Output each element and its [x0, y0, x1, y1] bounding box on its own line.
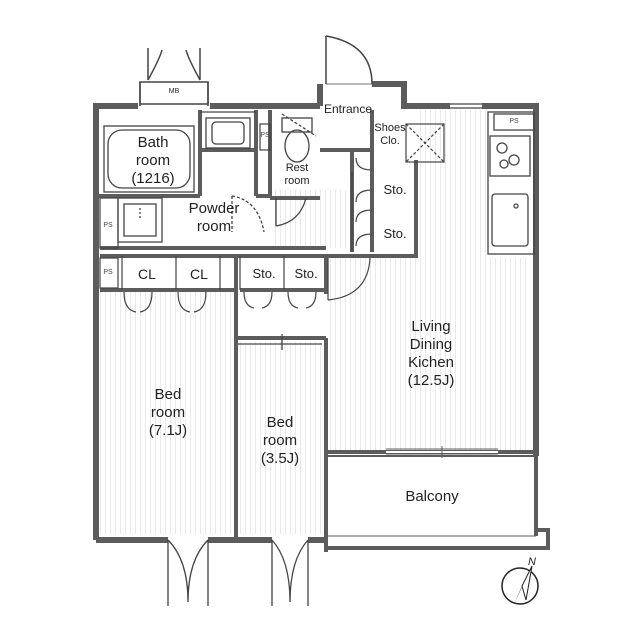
- pipe-space-left-2-label: PS: [103, 269, 113, 276]
- powder-room-line2: room: [196, 218, 232, 235]
- storage-bottom-2-label: Sto.: [294, 266, 318, 281]
- entrance-label: Entrance: [323, 102, 373, 116]
- bedroom-1-line2: room: [150, 404, 186, 421]
- shoes-closet-line2: Clo.: [380, 135, 400, 148]
- entrance-door: [325, 35, 373, 85]
- pipe-space-rest-label: PS: [260, 132, 270, 139]
- rest-room-line1: Rest: [285, 162, 309, 174]
- rest-room-line2: room: [284, 175, 310, 188]
- balcony-outline: [326, 446, 550, 550]
- kitchen-fixtures: [450, 103, 535, 255]
- bath-room-line3: (1216): [131, 170, 175, 187]
- closet-2-label: CL: [190, 266, 208, 282]
- closet-doors: [327, 123, 445, 301]
- bath-room-line2: room: [135, 152, 171, 169]
- bedroom-2-floor: [240, 342, 322, 534]
- bedroom-1-floor: [100, 292, 234, 534]
- outer-wall-entrance-right: [372, 81, 450, 109]
- bedroom-2-line2: room: [262, 432, 298, 449]
- outer-wall-right-top: [482, 103, 539, 456]
- balcony-label: Balcony: [405, 488, 459, 505]
- bedroom-closet-doors: [99, 123, 317, 313]
- bedroom-1-line1: Bed: [154, 386, 182, 403]
- meter-box: [139, 48, 209, 106]
- storage-right-2-label: Sto.: [383, 226, 407, 241]
- closet-1-label: CL: [138, 266, 156, 282]
- bedroom-windows: [167, 334, 322, 606]
- ldk-line3: Kichen: [408, 354, 454, 371]
- ldk-line1: Living: [411, 318, 451, 335]
- meter-box-label: MB: [168, 88, 180, 95]
- storage-right-1-label: Sto.: [383, 182, 407, 197]
- rest-room-label: Rest room: [280, 162, 314, 188]
- outer-wall-main: [93, 103, 138, 540]
- compass-icon: [501, 565, 539, 605]
- outer-walls: [93, 81, 539, 543]
- storage-bottom-1-label: Sto.: [252, 266, 276, 281]
- ldk-line4: (12.5J): [407, 372, 455, 389]
- bath-fixtures: [103, 111, 256, 193]
- shoes-closet-label: Shoes Clo.: [372, 122, 408, 148]
- shoes-closet-line1: Shoes: [374, 122, 406, 134]
- powder-room-label: Powder room: [180, 200, 248, 236]
- compass-north-label: N: [528, 556, 536, 568]
- kitchen-floor: [418, 110, 488, 258]
- pipe-space-left-1-label: PS: [103, 222, 113, 229]
- bedroom-2-label: Bed room (3.5J): [248, 414, 312, 468]
- ldk-line2: Dining: [409, 336, 453, 353]
- ldk-label: Living Dining Kichen (12.5J): [392, 318, 470, 390]
- bedroom-1-label: Bed room (7.1J): [136, 386, 200, 440]
- pipe-space-kitchen-label: PS: [509, 118, 519, 125]
- bedroom-2-line1: Bed: [266, 414, 294, 431]
- bedroom-2-line3: (3.5J): [260, 450, 300, 467]
- floor-hatching: [100, 110, 530, 534]
- bath-room-label: Bath room (1216): [124, 134, 182, 188]
- bedroom-1-line3: (7.1J): [148, 422, 188, 439]
- powder-room-line1: Powder: [188, 200, 240, 217]
- ldk-floor: [328, 258, 530, 450]
- toilet: [275, 113, 317, 227]
- bath-room-line1: Bath: [137, 134, 169, 151]
